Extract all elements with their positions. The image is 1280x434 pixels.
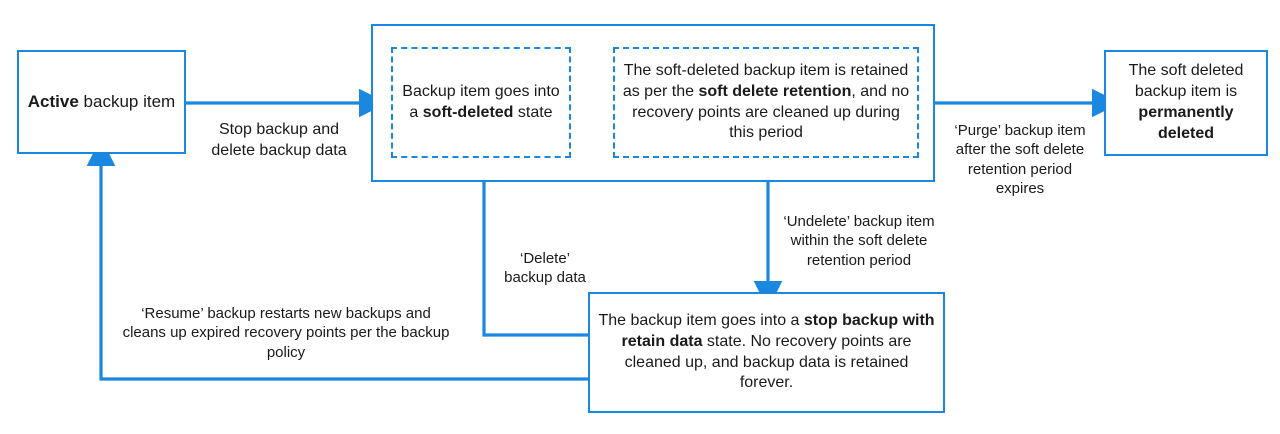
edge-label-purge: ‘Purge’ backup item after the soft delet…	[944, 107, 1096, 212]
edge-label-delete: ‘Delete’ backup data	[492, 243, 598, 293]
stop-backup-with-retain-data-state-box[interactable]: The backup item goes into a stop backup …	[588, 292, 945, 413]
edge-label-undelete-text: ‘Undelete’ backup item within the soft d…	[783, 212, 935, 269]
edge-label-stop-backup: Stop backup and delete backup data	[196, 106, 362, 176]
edge-label-delete-text: ‘Delete’ backup data	[504, 249, 586, 287]
soft-deleted-state-box[interactable]: Backup item goes into a soft-deleted sta…	[391, 47, 571, 158]
stop-backup-with-retain-data-state-label: The backup item goes into a stop backup …	[598, 311, 935, 392]
active-backup-item-box[interactable]: Active backup item	[17, 50, 186, 154]
permanently-deleted-state-box[interactable]: The soft deleted backup item is permanen…	[1104, 50, 1268, 156]
permanently-deleted-state-label: The soft deleted backup item is permanen…	[1128, 62, 1244, 142]
active-backup-item-label: Active backup item	[27, 91, 176, 111]
soft-delete-retention-state-label: The soft-deleted backup item is retained…	[622, 61, 910, 142]
soft-deleted-state-label: Backup item goes into a soft-deleted sta…	[402, 82, 560, 121]
edge-label-resume-text: ‘Resume’ backup restarts new backups and…	[122, 304, 450, 361]
edge-label-purge-text: ‘Purge’ backup item after the soft delet…	[954, 121, 1086, 198]
edge-label-stop-backup-text: Stop backup and delete backup data	[211, 121, 347, 159]
edge-label-undelete: ‘Undelete’ backup item within the soft d…	[776, 196, 942, 286]
edge-label-resume: ‘Resume’ backup restarts new backups and…	[116, 300, 456, 366]
soft-delete-retention-state-box[interactable]: The soft-deleted backup item is retained…	[613, 47, 919, 158]
